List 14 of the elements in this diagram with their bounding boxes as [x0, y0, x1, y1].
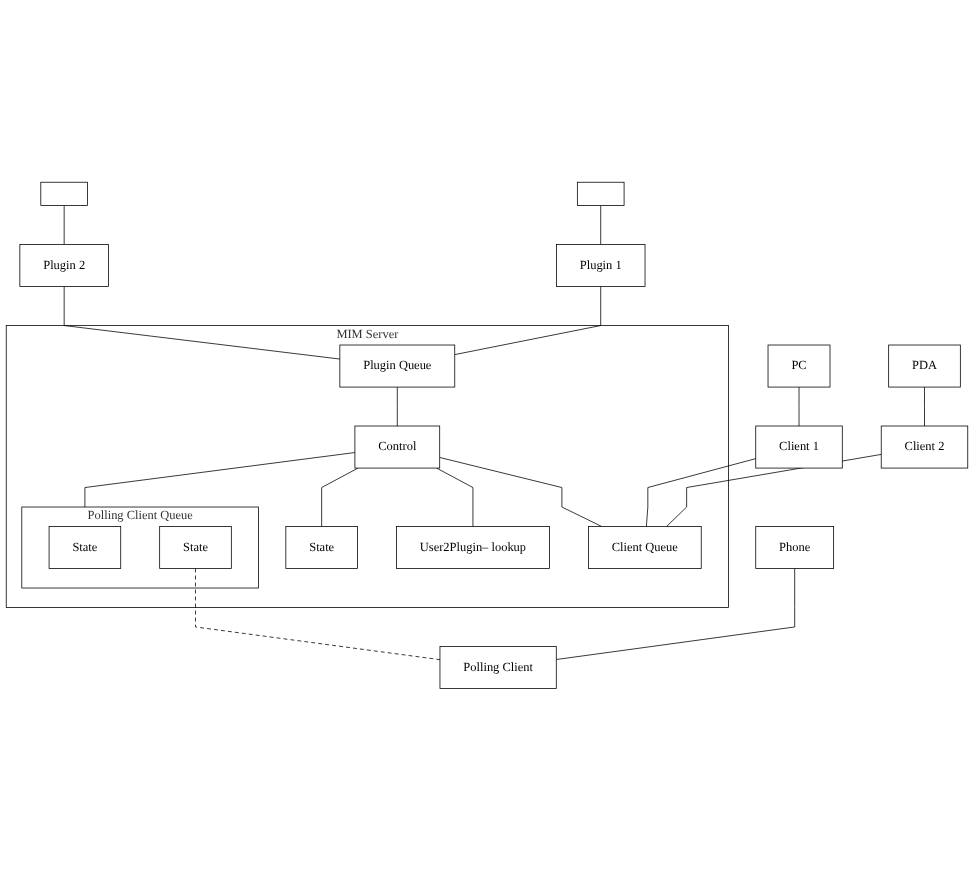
connector	[439, 456, 603, 527]
connector	[84, 451, 356, 508]
connector	[63, 285, 341, 360]
connector	[555, 567, 796, 660]
connector	[396, 386, 398, 427]
connector	[63, 204, 65, 245]
connector	[924, 386, 925, 427]
connector	[454, 285, 602, 355]
connector	[646, 457, 757, 527]
connector	[321, 467, 359, 527]
node-box	[576, 181, 625, 206]
connector	[600, 204, 602, 245]
connector	[436, 467, 474, 527]
node-box	[40, 181, 88, 206]
